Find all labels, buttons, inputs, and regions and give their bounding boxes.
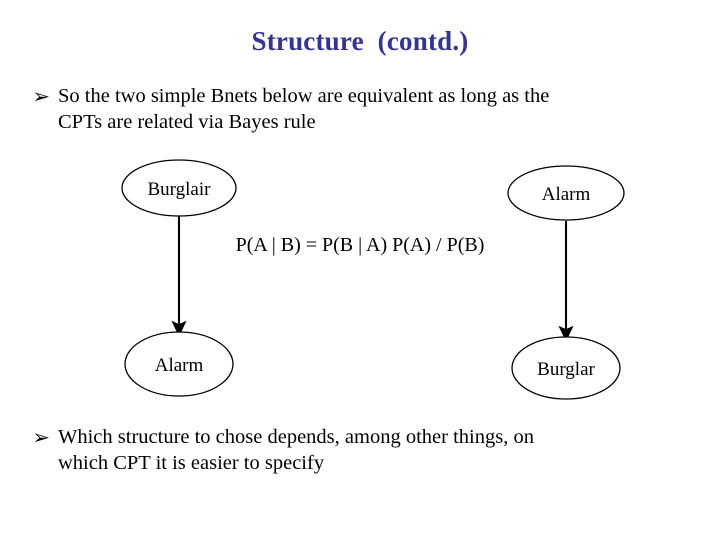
node-alarm-bottom[interactable]: Alarm [124,331,234,397]
node-alarm-top[interactable]: Alarm [507,165,625,221]
node-alarm-top-shape [507,165,625,221]
diagram-nodes: Burglair Alarm Alarm Burglar [121,159,625,400]
node-burglair[interactable]: Burglair [121,159,237,217]
node-alarm-bottom-label: Alarm [155,355,204,376]
bullet-item-1: ➢ So the two simple Bnets below are equi… [32,83,673,135]
node-burglar-shape [511,336,621,400]
page-title: Structure (contd.) [251,26,469,56]
bullet-arrowhead-icon: ➢ [32,425,50,449]
bullet-item-2: ➢ Which structure to chose depends, amon… [32,424,673,476]
bullet-item-1-line-2: CPTs are related via Bayes rule [58,111,316,133]
node-burglair-label: Burglair [148,179,212,200]
bullet-arrowhead-icon: ➢ [32,84,50,108]
node-burglair-shape [121,159,237,217]
node-alarm-top-label: Alarm [542,184,591,205]
diagram-edges [171,216,574,342]
node-burglar-label: Burglar [537,359,595,380]
bullet-item-2-line-2: which CPT it is easier to specify [58,452,325,474]
bullet-item-2-text: Which structure to chose depends, among … [58,424,673,476]
bayes-net-diagram: Burglair Alarm Alarm Burglar [0,145,720,415]
bullet-item-1-text: So the two simple Bnets below are equiva… [58,83,673,135]
node-burglar[interactable]: Burglar [511,336,621,400]
bullet-item-1-line-1: So the two simple Bnets below are equiva… [58,85,550,107]
bayes-rule-formula: P(A | B) = P(B | A) P(A) / P(B) [235,234,485,256]
node-alarm-bottom-shape [124,331,234,397]
bullet-item-2-line-1: Which structure to chose depends, among … [58,426,534,448]
